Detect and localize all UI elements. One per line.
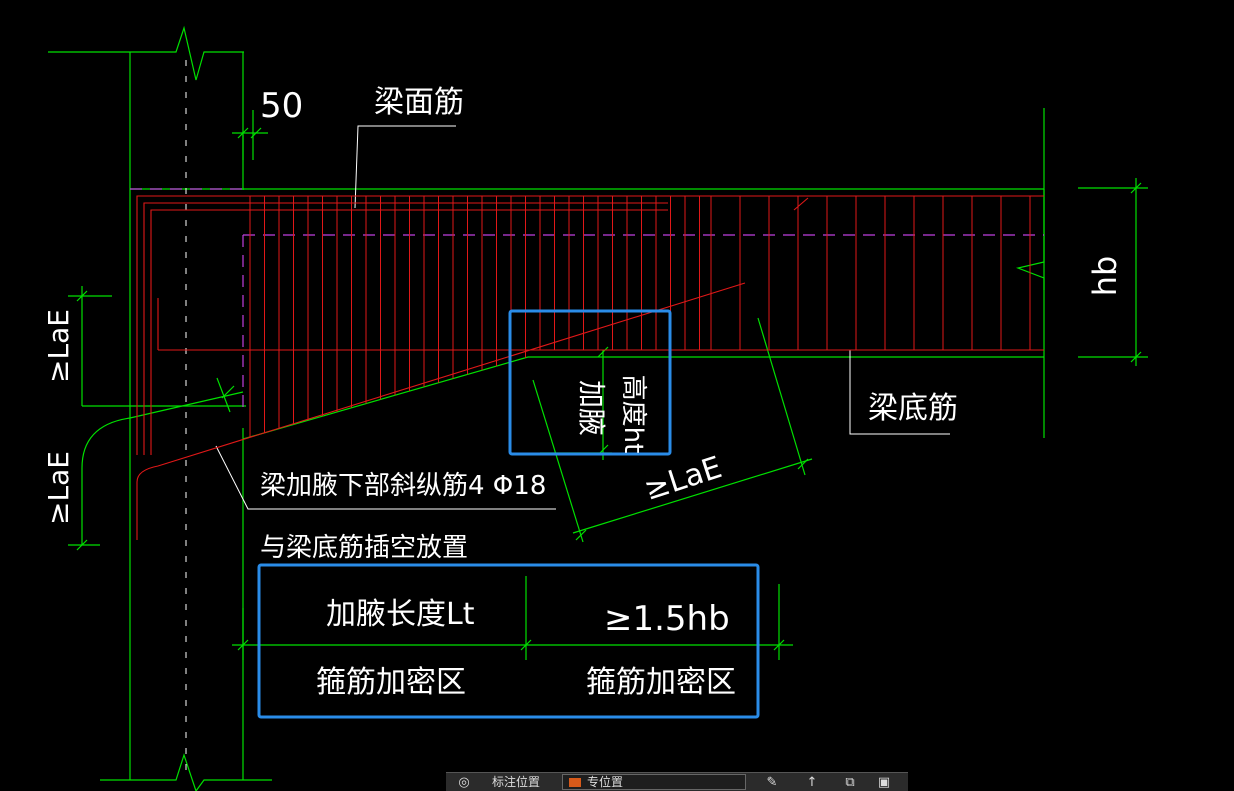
- copy-icon[interactable]: ⧉: [845, 775, 855, 790]
- beam-bottom-bar-label: 梁底筋: [868, 391, 958, 426]
- concrete-outlines: [48, 25, 1148, 791]
- rebar: [136, 195, 1044, 540]
- lae-lower-label: ≥LaE: [42, 451, 75, 525]
- column-top-break-line: [48, 25, 244, 81]
- top-bar-2: [143, 202, 668, 455]
- leader-lines: [215, 125, 950, 510]
- stirrup-zone-left-label: 箍筋加密区: [316, 665, 466, 700]
- dim-lae-diagonal-line: [572, 458, 813, 534]
- leader-top-bar: [354, 125, 456, 209]
- hb-label: hb: [1086, 256, 1124, 297]
- highlight-boxes: [257, 309, 760, 719]
- dim-50-label: 50: [260, 86, 303, 126]
- diagonal-bar-note-line1: 梁加腋下部斜纵筋4 Φ18: [260, 471, 546, 501]
- haunch-diagonal-bar: [136, 282, 746, 540]
- column-bottom-break-line: [100, 753, 272, 791]
- diagonal-bar-note-line2: 与梁底筋插空放置: [260, 533, 468, 563]
- dim-lae-lower-line: [81, 391, 244, 545]
- min-15hb-label: ≥1.5hb: [604, 599, 730, 639]
- highlight-stirrup-zone: [257, 563, 760, 719]
- edit-icon[interactable]: ✎: [766, 775, 778, 790]
- highlight-haunch-height: [508, 309, 672, 456]
- lae-upper-label: ≥LaE: [42, 309, 75, 383]
- stirrups: [249, 196, 1031, 437]
- position-select[interactable]: 专位置: [562, 774, 746, 790]
- leader-diagonal-bar: [215, 445, 556, 510]
- beam-top-bar-label: 梁面筋: [374, 85, 464, 120]
- beam-right-break-upper: [1015, 189, 1045, 290]
- haunch-length-label: 加腋长度Lt: [326, 597, 475, 632]
- haunch-height-label-2: 高度ht: [618, 375, 648, 454]
- top-bar-1: [136, 195, 1044, 455]
- color-swatch: [569, 778, 581, 787]
- toolbar-left-label: 标注位置: [492, 775, 541, 789]
- annotation-toolbar: ◎ 标注位置 专位置 ✎ ↑ ⧉ ▣: [446, 772, 908, 791]
- stirrup-zone-right-label: 箍筋加密区: [586, 665, 736, 700]
- haunch-height-label-1: 加腋: [575, 380, 608, 436]
- centerlines: [130, 188, 1044, 410]
- top-bar-3: [150, 209, 668, 455]
- position-select-value: 专位置: [587, 775, 624, 789]
- arrow-up-icon[interactable]: ↑: [806, 775, 818, 790]
- save-icon[interactable]: ▣: [877, 775, 891, 790]
- leader-bottom-bar: [849, 350, 950, 435]
- haunch-slope-edge: [242, 356, 529, 440]
- layers-icon[interactable]: ◎: [458, 775, 470, 790]
